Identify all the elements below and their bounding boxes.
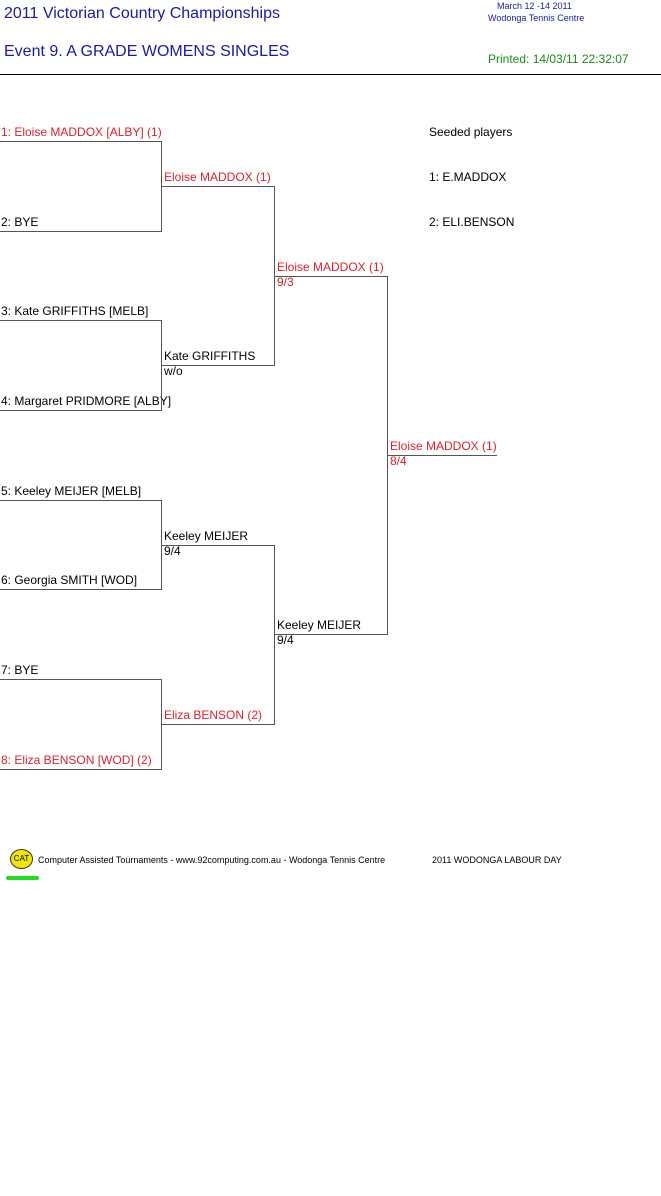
round1-player: 1: Eloise MADDOX [ALBY] (1)	[1, 125, 162, 139]
final-score: 8/4	[390, 454, 407, 468]
round1-line	[0, 769, 162, 770]
semi-score: 9/4	[277, 633, 294, 647]
round1-line	[0, 231, 162, 232]
round2-line	[161, 545, 275, 546]
round2-player: Eloise MADDOX (1)	[164, 170, 271, 184]
round2-player: Keeley MEIJER	[164, 529, 249, 543]
round1-line	[0, 320, 162, 321]
round1-player: 6: Georgia SMITH [WOD]	[1, 573, 138, 587]
round1-player: 7: BYE	[1, 663, 39, 677]
tournament-title: 2011 Victorian Country Championships	[4, 5, 281, 22]
round1-line	[0, 679, 162, 680]
round1-line	[0, 141, 162, 142]
round2-line	[161, 186, 275, 187]
round2-player: Eliza BENSON (2)	[164, 708, 263, 722]
round2-score: w/o	[164, 364, 183, 378]
round1-player: 8: Eliza BENSON [WOD] (2)	[1, 753, 152, 767]
round2-line	[161, 365, 275, 366]
cat-logo-icon: CAT	[10, 849, 33, 869]
tournament-dates: March 12 -14 2011	[497, 1, 572, 11]
final-line	[387, 455, 497, 456]
event-title: Event 9. A GRADE WOMENS SINGLES	[4, 43, 290, 60]
round2-line	[161, 724, 275, 725]
semi-player: Keeley MEIJER	[277, 618, 362, 632]
round1-line	[0, 589, 162, 590]
footer-tournament: 2011 WODONGA LABOUR DAY	[432, 855, 562, 865]
seed-1: 1: E.MADDOX	[429, 170, 507, 184]
round1-player: 3: Kate GRIFFITHS [MELB]	[1, 304, 149, 318]
semi-player: Eloise MADDOX (1)	[277, 260, 384, 274]
semi-line	[274, 276, 388, 277]
semi-score: 9/3	[277, 275, 294, 289]
round2-player: Kate GRIFFITHS	[164, 349, 256, 363]
round1-line	[0, 410, 162, 411]
round1-line	[0, 500, 162, 501]
cat-logo-underline	[6, 876, 39, 880]
header-divider	[0, 74, 661, 75]
round1-player: 4: Margaret PRIDMORE [ALBY]	[1, 394, 172, 408]
round1-player: 5: Keeley MEIJER [MELB]	[1, 484, 142, 498]
round1-player: 2: BYE	[1, 215, 39, 229]
tournament-venue: Wodonga Tennis Centre	[488, 13, 585, 23]
final-winner: Eloise MADDOX (1)	[390, 439, 497, 453]
round2-connector	[274, 545, 275, 725]
seed-2: 2: ELI.BENSON	[429, 215, 515, 229]
footer-credit: Computer Assisted Tournaments - www.92co…	[38, 855, 386, 865]
semi-line	[274, 634, 388, 635]
printed-timestamp: Printed: 14/03/11 22:32:07	[488, 52, 629, 66]
round2-score: 9/4	[164, 544, 181, 558]
seeded-players-heading: Seeded players	[429, 125, 513, 139]
